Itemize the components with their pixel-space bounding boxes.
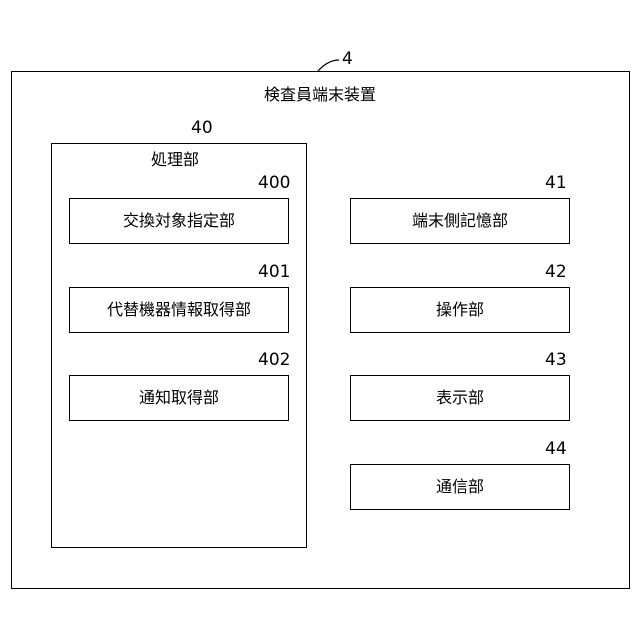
unit-42-label: 操作部 <box>436 301 484 319</box>
module-400-box: 交換対象指定部 <box>69 198 289 244</box>
unit-44-label: 通信部 <box>436 478 484 496</box>
module-402-ref-number: 402 <box>258 351 290 369</box>
processing-unit-ref-number: 40 <box>191 119 213 137</box>
processing-unit-title: 処理部 <box>151 151 199 169</box>
leader-line-device <box>318 60 339 71</box>
module-402-box: 通知取得部 <box>69 375 289 421</box>
module-400-ref-number: 400 <box>258 174 290 192</box>
unit-44-ref-number: 44 <box>545 440 567 458</box>
module-401-label: 代替機器情報取得部 <box>107 301 251 319</box>
module-401-ref-number: 401 <box>258 263 290 281</box>
unit-44-box: 通信部 <box>350 464 570 510</box>
unit-43-ref-number: 43 <box>545 351 567 369</box>
module-401-box: 代替機器情報取得部 <box>69 287 289 333</box>
module-402-label: 通知取得部 <box>139 389 219 407</box>
device-title: 検査員端末装置 <box>0 86 640 104</box>
unit-42-box: 操作部 <box>350 287 570 333</box>
module-400-label: 交換対象指定部 <box>123 212 235 230</box>
unit-42-ref-number: 42 <box>545 263 567 281</box>
unit-43-label: 表示部 <box>436 389 484 407</box>
unit-43-box: 表示部 <box>350 375 570 421</box>
device-ref-number: 4 <box>342 50 353 68</box>
unit-41-ref-number: 41 <box>545 174 567 192</box>
unit-41-label: 端末側記憶部 <box>412 212 508 230</box>
unit-41-box: 端末側記憶部 <box>350 198 570 244</box>
